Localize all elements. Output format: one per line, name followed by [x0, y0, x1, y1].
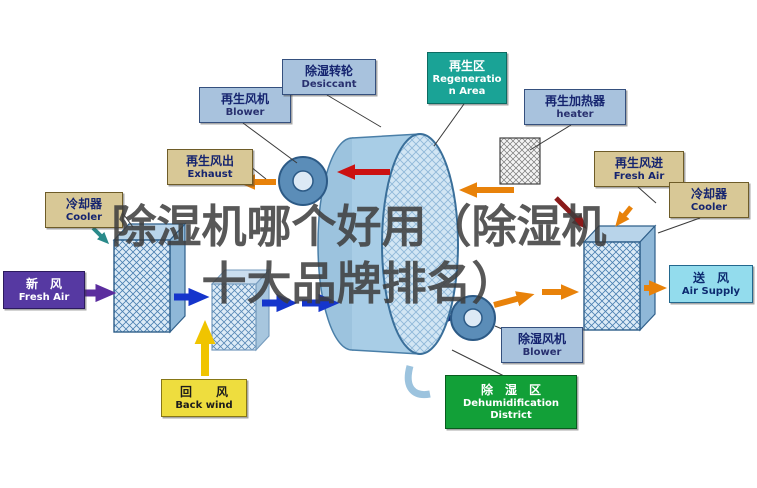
label-cooler-right-zh: 冷却器	[690, 186, 727, 201]
label-desiccant-zh: 除湿转轮	[304, 63, 353, 78]
label-back-wind-en: Back wind	[175, 399, 233, 411]
label-back-wind: 回 风 Back wind	[161, 379, 247, 417]
arrow-cooler-right	[615, 205, 633, 227]
label-fresh-air-zh: 新 风	[25, 276, 62, 291]
label-cooler-right: 冷却器 Cooler	[669, 182, 749, 218]
label-air-supply: 送 风 Air Supply	[669, 265, 753, 303]
wheel-drain-hook	[404, 365, 431, 399]
label-cooler-left: 冷却器 Cooler	[45, 192, 123, 228]
heater-element	[499, 137, 541, 185]
dehum-blower-fan	[450, 295, 496, 341]
label-regen-fresh-air-en: Fresh Air	[613, 170, 665, 182]
label-exhaust-en: Exhaust	[187, 168, 233, 180]
label-regen-blower: 再生风机 Blower	[199, 87, 291, 123]
label-cooler-right-en: Cooler	[690, 201, 728, 213]
label-regen-blower-en: Blower	[225, 106, 265, 118]
label-dehum-blower-en: Blower	[522, 346, 562, 358]
label-cooler-left-zh: 冷却器	[65, 196, 102, 211]
label-exhaust-zh: 再生风出	[185, 153, 234, 168]
label-desiccant-en: Desiccant	[301, 78, 357, 90]
label-regen-fresh-air: 再生风进 Fresh Air	[594, 151, 684, 187]
label-heater: 再生加热器 heater	[524, 89, 626, 125]
label-air-supply-en: Air Supply	[681, 285, 741, 297]
filter-middle-box	[210, 268, 271, 352]
label-regen-area-zh: 再生区	[448, 58, 485, 73]
cooler-left-box	[112, 222, 187, 334]
label-dehum-blower: 除湿风机 Blower	[501, 327, 583, 363]
label-dehum-area: 除 湿 区 Dehumidification District	[445, 375, 577, 429]
flow-arrows	[84, 164, 667, 376]
cooler-right-box	[582, 224, 657, 332]
label-heater-en: heater	[556, 108, 594, 120]
regen-blower-fan	[278, 156, 328, 206]
label-heater-zh: 再生加热器	[544, 93, 605, 108]
label-regen-fresh-air-zh: 再生风进	[614, 155, 663, 170]
label-dehum-blower-zh: 除湿风机	[517, 331, 566, 346]
label-air-supply-zh: 送 风	[692, 270, 729, 285]
label-cooler-left-en: Cooler	[65, 211, 103, 223]
label-exhaust: 再生风出 Exhaust	[167, 149, 253, 185]
label-fresh-air: 新 风 Fresh Air	[3, 271, 85, 309]
desiccant-wheel	[317, 133, 459, 355]
label-back-wind-zh: 回 风	[179, 384, 228, 399]
label-desiccant: 除湿转轮 Desiccant	[282, 59, 376, 95]
label-regen-area: 再生区 Regeneration Area	[427, 52, 507, 104]
arrow-heater-in	[554, 196, 587, 229]
label-regen-area-en: Regeneration Area	[432, 73, 502, 97]
label-dehum-area-en: Dehumidification District	[462, 397, 560, 421]
label-dehum-area-zh: 除 湿 区	[480, 382, 541, 397]
arrow-cooler-left	[91, 226, 110, 245]
label-fresh-air-en: Fresh Air	[18, 291, 70, 303]
arrow-supply-1	[493, 291, 535, 308]
label-regen-blower-zh: 再生风机	[220, 91, 269, 106]
